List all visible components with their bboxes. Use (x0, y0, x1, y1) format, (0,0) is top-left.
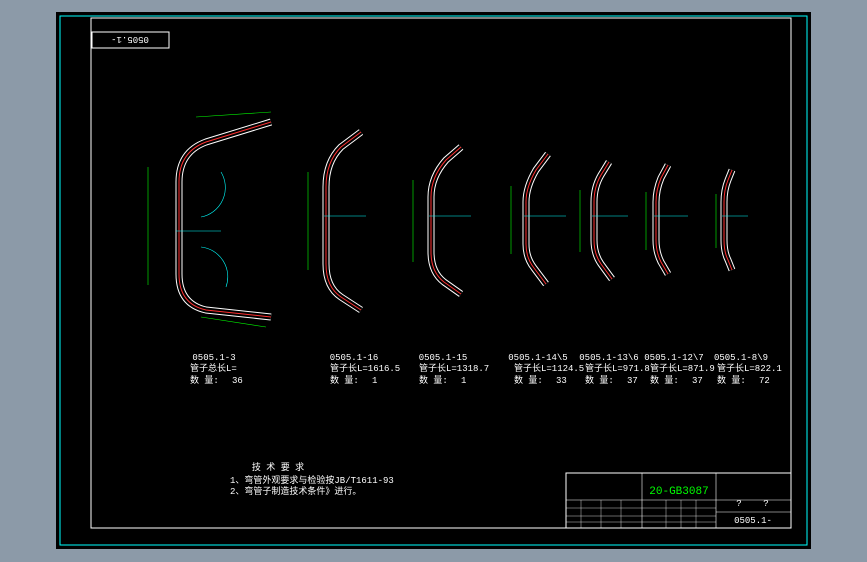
drawing-canvas[interactable]: 0505.1- (56, 12, 811, 549)
part-qty: 36 (232, 376, 243, 386)
part-qty: 37 (692, 376, 703, 386)
part-code: 0505.1-15 (419, 353, 468, 363)
technical-notes: 技 术 要 求 1、弯管外观要求与检验按JB/T1611-93 2、弯管子制造技… (230, 461, 394, 497)
part-qty-label: 数 量: (717, 374, 746, 386)
part-spec: 管子长L=822.1 (717, 362, 782, 374)
drawing-frame (90, 17, 792, 529)
part-spec: 管子长L=971.8 (585, 362, 650, 374)
pipe-0505-1-16 (307, 129, 366, 313)
part-qty-label: 数 量: (514, 374, 543, 386)
part-qty: 37 (627, 376, 638, 386)
part-qty-label: 数 量: (190, 374, 219, 386)
pipe-0505-1-15 (412, 144, 471, 297)
title-block[interactable]: 20-GB3087 ? ? 0505.1- (565, 472, 792, 529)
pipe-0505-1-14-5 (510, 151, 566, 287)
outer-border (59, 15, 808, 546)
part-spec: 管子长L=871.9 (650, 362, 715, 374)
cad-viewport[interactable]: 0505.1- (56, 12, 811, 549)
part-spec: 管子长L=1124.5 (514, 362, 584, 374)
pipe-0505-1-12-7 (645, 163, 688, 276)
part-qty-label: 数 量: (585, 374, 614, 386)
stamp-text: 0505.1- (111, 34, 149, 44)
notes-line-1: 1、弯管外观要求与检验按JB/T1611-93 (230, 474, 394, 486)
notes-title: 技 术 要 求 (252, 461, 304, 473)
title-question-2: ? (763, 499, 768, 509)
stamp-box: 0505.1- (91, 31, 170, 49)
part-spec: 管子长L=1318.7 (419, 362, 489, 374)
part-spec: 管子长L=1616.5 (330, 362, 400, 374)
part-spec: 管子总长L= (190, 362, 237, 374)
pipe-drawings (147, 111, 748, 328)
part-qty: 33 (556, 376, 567, 386)
part-code: 0505.1-12\7 (644, 353, 703, 363)
part-code: 0505.1-14\5 (508, 353, 567, 363)
part-code: 0505.1-3 (192, 353, 235, 363)
part-code: 0505.1-8\9 (714, 353, 768, 363)
part-qty: 72 (759, 376, 770, 386)
pipe-0505-1-13-6 (579, 160, 628, 282)
part-qty: 1 (461, 376, 466, 386)
title-question-1: ? (736, 499, 741, 509)
part-code: 0505.1-16 (330, 353, 379, 363)
drawing-number: 20-GB3087 (649, 486, 708, 498)
part-qty-label: 数 量: (419, 374, 448, 386)
pipe-0505-1-8-9 (715, 168, 748, 272)
part-qty-label: 数 量: (650, 374, 679, 386)
title-part-number: 0505.1- (734, 516, 772, 526)
part-code: 0505.1-13\6 (579, 353, 638, 363)
part-qty-label: 数 量: (330, 374, 359, 386)
pipe-0505-1-3 (147, 111, 273, 328)
part-qty: 1 (372, 376, 377, 386)
notes-line-2: 2、弯管子制造技术条件》进行。 (230, 485, 361, 497)
